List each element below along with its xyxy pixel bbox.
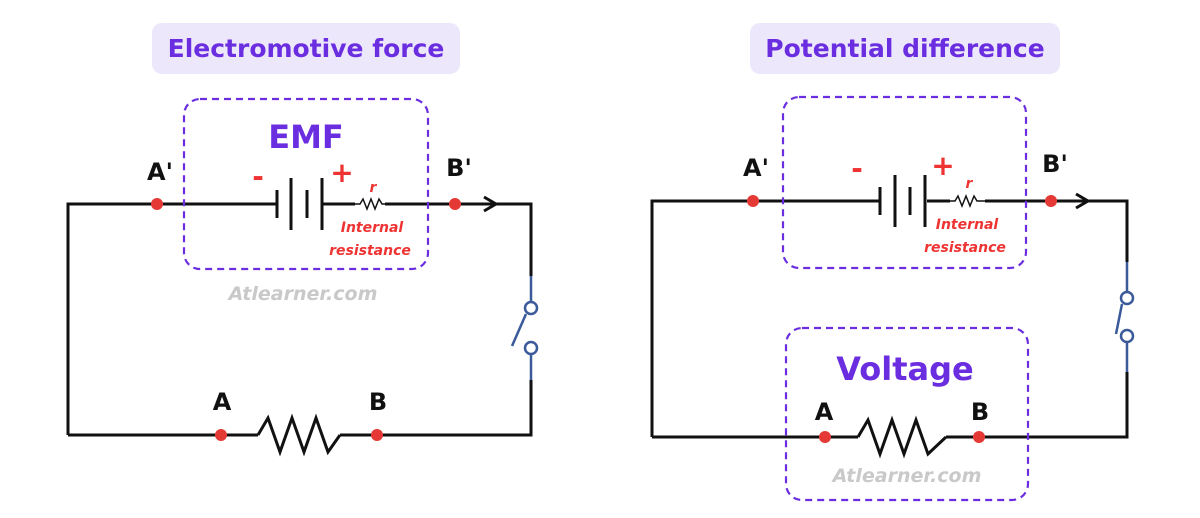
right-emf-box [781, 95, 1028, 270]
right-circuit: Voltage A' B' A B - + r Internal resista… [650, 95, 1135, 502]
left-current-arrow-icon [483, 195, 499, 213]
right-voltage-box [784, 326, 1030, 502]
left-label-a: A [213, 388, 232, 416]
right-internal-label-2: resistance [924, 240, 1006, 256]
left-label-a-prime: A' [147, 158, 173, 186]
right-node-a [819, 431, 831, 443]
right-label-a-prime: A' [743, 154, 769, 182]
right-label-b-prime: B' [1042, 150, 1068, 178]
right-switch-icon [1114, 262, 1135, 372]
left-resistor-icon [256, 413, 342, 457]
right-wire-bottom-right [946, 372, 1129, 439]
left-node-a-prime [151, 198, 163, 210]
left-node-a [215, 429, 227, 441]
right-title: Potential difference [750, 23, 1060, 74]
left-watermark: Atlearner.com [227, 283, 378, 305]
right-internal-label-1: Internal [936, 217, 999, 233]
left-internal-resistor-icon [355, 196, 385, 212]
left-node-b [371, 429, 383, 441]
right-label-a: A [815, 398, 834, 426]
right-watermark: Atlearner.com [831, 465, 982, 487]
right-minus-sign: - [851, 152, 863, 185]
right-wire-top-right [985, 199, 1129, 262]
right-label-b: B [971, 398, 989, 426]
left-title-text: Electromotive force [167, 34, 445, 63]
right-r-label: r [966, 176, 974, 192]
left-emf-label: EMF [268, 118, 344, 156]
left-internal-label-2: resistance [329, 243, 411, 259]
right-resistor-icon [856, 415, 948, 459]
left-node-b-prime [449, 198, 461, 210]
left-r-label: r [370, 180, 378, 196]
left-switch-icon [510, 276, 539, 380]
right-node-b [973, 431, 985, 443]
right-voltage-label: Voltage [836, 350, 973, 388]
left-battery-icon [275, 178, 324, 230]
left-title: Electromotive force [152, 23, 460, 74]
left-wire-left [66, 202, 276, 435]
left-label-b-prime: B' [446, 154, 472, 182]
left-minus-sign: - [252, 160, 264, 193]
left-internal-label-1: Internal [341, 220, 404, 236]
right-current-arrow-icon [1075, 192, 1091, 210]
right-title-text: Potential difference [765, 34, 1045, 63]
left-circuit: EMF A' B' A B - + r Internal resistance … [66, 97, 539, 457]
left-plus-sign: + [330, 156, 353, 189]
left-wire-bottom-right [340, 380, 533, 437]
right-internal-resistor-icon [950, 193, 985, 209]
right-node-a-prime [747, 195, 759, 207]
right-wire-left [650, 199, 880, 437]
right-node-b-prime [1045, 195, 1057, 207]
left-emf-box [182, 97, 430, 271]
right-plus-sign: + [931, 149, 954, 182]
left-label-b: B [369, 388, 387, 416]
left-wire-top-right [385, 202, 533, 276]
right-battery-icon [878, 175, 927, 227]
